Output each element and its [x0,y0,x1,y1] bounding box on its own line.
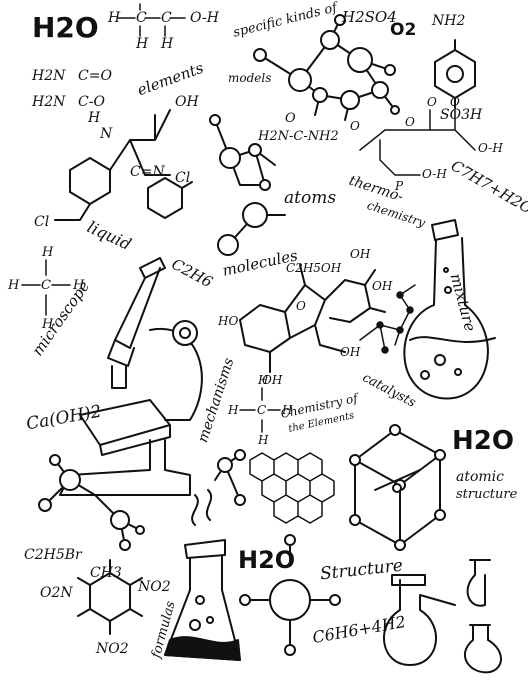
svg-text:OH: OH [350,247,371,261]
svg-text:O: O [450,95,460,109]
label-so3h: SO3H [440,107,483,123]
svg-text:C=O: C=O [78,68,112,84]
label-h2o-right: H2O [452,426,514,456]
formula-labels-methane: H C H H H [7,245,85,332]
mechanism-structure [240,388,280,432]
ball-stick-molecule-bottom [240,535,340,655]
diatomic-molecule [218,203,285,255]
svg-text:C: C [161,10,172,26]
microscope-drawing [60,258,202,495]
svg-text:H: H [41,245,54,260]
round-bottom-flask [404,220,495,398]
label-atomic-structure: structure [456,487,518,502]
label-o2n: O2N [40,585,73,601]
svg-text:H2N: H2N [31,68,66,84]
ball-stick-molecule-small [215,450,245,505]
svg-text:OH: OH [262,373,283,387]
svg-text:O-H: O-H [422,167,447,181]
small-vials [465,560,501,672]
erlenmeyer-flask [165,490,240,660]
svg-text:OH: OH [340,345,361,359]
label-c2h5oh: C2H5OH [286,261,342,275]
formula-labels-mechanism: H C H H H [227,373,293,447]
svg-text:O: O [285,111,296,126]
svg-text:C=N: C=N [130,164,165,180]
svg-text:O-H: O-H [190,10,220,26]
svg-text:N: N [99,126,113,142]
svg-text:H: H [257,373,269,387]
svg-text:Cl: Cl [175,170,190,186]
label-no2-bottom: NO2 [96,641,129,657]
svg-text:C: C [41,278,51,293]
crystal-lattice-cube [350,425,445,550]
label-atomic: atomic [456,469,504,485]
svg-text:H: H [41,317,54,332]
methane-structure [22,260,70,315]
svg-text:H2N: H2N [31,94,66,110]
label-o2: O2 [390,20,417,40]
svg-text:H: H [72,278,85,293]
label-h2so4: H2SO4 [342,8,397,26]
benzene-ring-top-right [435,40,475,108]
polycyclic-molecule-center [240,265,385,372]
svg-text:O: O [296,299,306,313]
small-chain-molecule [360,285,415,353]
ball-stick-molecule-left [39,455,144,550]
graphene-lattice [250,453,334,523]
svg-text:O: O [427,95,437,109]
svg-text:OH: OH [372,279,393,293]
nitro-benzene-ring [78,560,142,634]
svg-text:P: P [394,179,404,193]
svg-text:C-O: C-O [78,94,105,110]
label-atoms: atoms [284,188,337,208]
svg-text:H2N-C-NH2: H2N-C-NH2 [257,129,339,144]
label-nh2: NH2 [432,13,466,29]
label-ch3: CH3 [90,565,122,581]
svg-text:H: H [87,110,101,126]
svg-text:HO: HO [217,314,238,328]
ball-stick-molecule-top [254,15,399,120]
svg-text:H: H [135,36,149,52]
two-ring-molecule [55,110,192,220]
svg-text:H: H [7,278,20,293]
svg-text:H: H [107,10,121,26]
svg-text:C: C [257,403,266,417]
label-models: models [228,71,272,85]
label-no2-right: NO2 [138,579,171,595]
formula-labels-center-top: H2N-C-NH2 O [257,111,339,144]
label-h2o-top: H2O [32,11,99,44]
ball-stick-molecule-center [210,115,275,190]
svg-text:Cl: Cl [34,214,49,230]
ethanol-structure-top [118,4,185,36]
label-h2o-middle: H2O [238,546,296,574]
formula-labels-polycyclic: HO OH OH OH O OH [217,247,393,387]
svg-text:H: H [227,403,239,417]
svg-text:C: C [136,10,147,26]
retort-flask [384,575,455,665]
svg-text:H: H [160,36,174,52]
svg-text:O-H: O-H [478,141,503,155]
svg-text:O: O [350,119,360,133]
svg-text:OH: OH [175,94,199,110]
label-c2h5br: C2H5Br [24,547,82,563]
svg-text:O: O [405,115,415,129]
svg-text:H: H [257,433,269,447]
svg-text:H: H [281,403,293,417]
phosphate-chain [360,110,475,175]
